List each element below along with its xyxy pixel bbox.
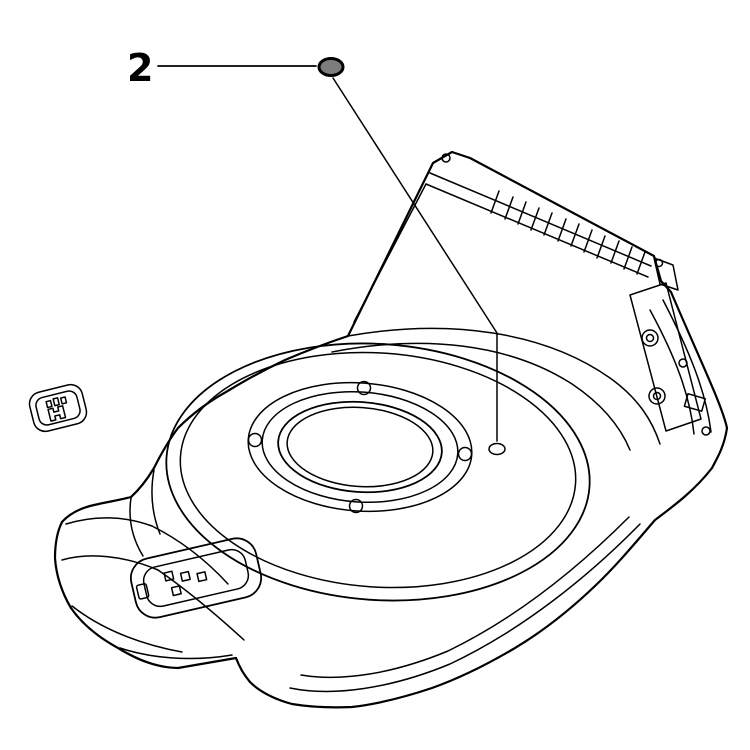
rear-handle-rail: [353, 153, 652, 323]
bowl-upper-wall-1: [347, 327, 661, 445]
husqvarna-logo: [28, 383, 88, 433]
bracket-bolt-lower-center: [652, 391, 662, 401]
bumper-line-4: [119, 647, 233, 660]
bracket-small-hole-2: [701, 426, 711, 436]
hatch-hole-4: [170, 585, 182, 597]
part-callout-2: 2: [127, 46, 506, 456]
bumper-join-2: [151, 525, 229, 585]
bumper-line-3: [71, 605, 183, 653]
crown-nub-right: [59, 396, 68, 405]
bracket-top-clip: [653, 257, 679, 291]
rail-mid-line: [429, 172, 652, 267]
ring-bolt-right: [457, 446, 473, 462]
bracket-bolt-upper: [641, 329, 659, 347]
deck-silhouette: [53, 150, 729, 709]
deck-plug-part: [317, 57, 345, 77]
side-wall-line-1: [662, 299, 712, 433]
ring-opening-edge: [277, 400, 443, 494]
blade-opening-ring: [247, 380, 473, 514]
bumper-join-1: [157, 569, 245, 641]
rail-mount-hole: [441, 153, 451, 163]
hatch-outer: [129, 537, 263, 619]
left-wall-line-2: [129, 497, 144, 557]
left-wall-line-1: [151, 469, 161, 535]
ring-opening-inner: [286, 406, 434, 488]
logo-outer-badge: [28, 383, 88, 433]
crown-h-glyph: [47, 405, 67, 422]
deck-bowl-rim: [165, 327, 661, 602]
part-callout-label: 2: [127, 46, 153, 90]
bowl-rim-inner: [179, 351, 577, 589]
bowl-upper-wall-2: [331, 342, 631, 451]
bracket-top-hole: [654, 258, 664, 268]
skirt-edge-2: [300, 516, 630, 679]
bowl-rim-outer: [165, 342, 591, 602]
deck-plug-hole: [488, 442, 506, 456]
hatch-hole-3: [196, 571, 208, 583]
ring-bolt-left: [247, 432, 263, 448]
rail-tick-marks: [490, 190, 646, 275]
bracket-bolt-upper-center: [645, 333, 655, 343]
bracket-small-hole-1: [678, 358, 688, 368]
skirt-edge-1: [289, 523, 641, 693]
crown-nub-left: [45, 399, 53, 409]
ring-mid: [261, 390, 459, 504]
hatch-hole-1: [163, 570, 175, 582]
bumper-line-2: [65, 517, 153, 527]
hatch-connector: [135, 583, 150, 600]
bumper-line-1: [61, 555, 159, 571]
side-wall-line-2: [649, 309, 695, 435]
hatch-hole-2: [179, 570, 191, 582]
deck-lower-skirt: [129, 469, 641, 693]
logo-inner-badge: [35, 390, 81, 426]
hatch-inner: [142, 548, 250, 608]
mower-deck-drawing: [53, 150, 729, 709]
front-hatch-plate: [129, 537, 263, 619]
bracket-plate: [629, 282, 702, 432]
ring-bolt-bottom: [348, 498, 364, 514]
right-bracket-assembly: [629, 257, 712, 436]
crown-nub-center: [52, 397, 60, 407]
ring-bolt-top: [356, 380, 372, 396]
bracket-bolt-lower: [648, 387, 666, 405]
bracket-tab: [683, 393, 707, 412]
rail-bottom-edge: [425, 183, 649, 278]
front-bumper-skirt: [61, 517, 245, 660]
rear-panel-inner-edge: [353, 183, 427, 323]
